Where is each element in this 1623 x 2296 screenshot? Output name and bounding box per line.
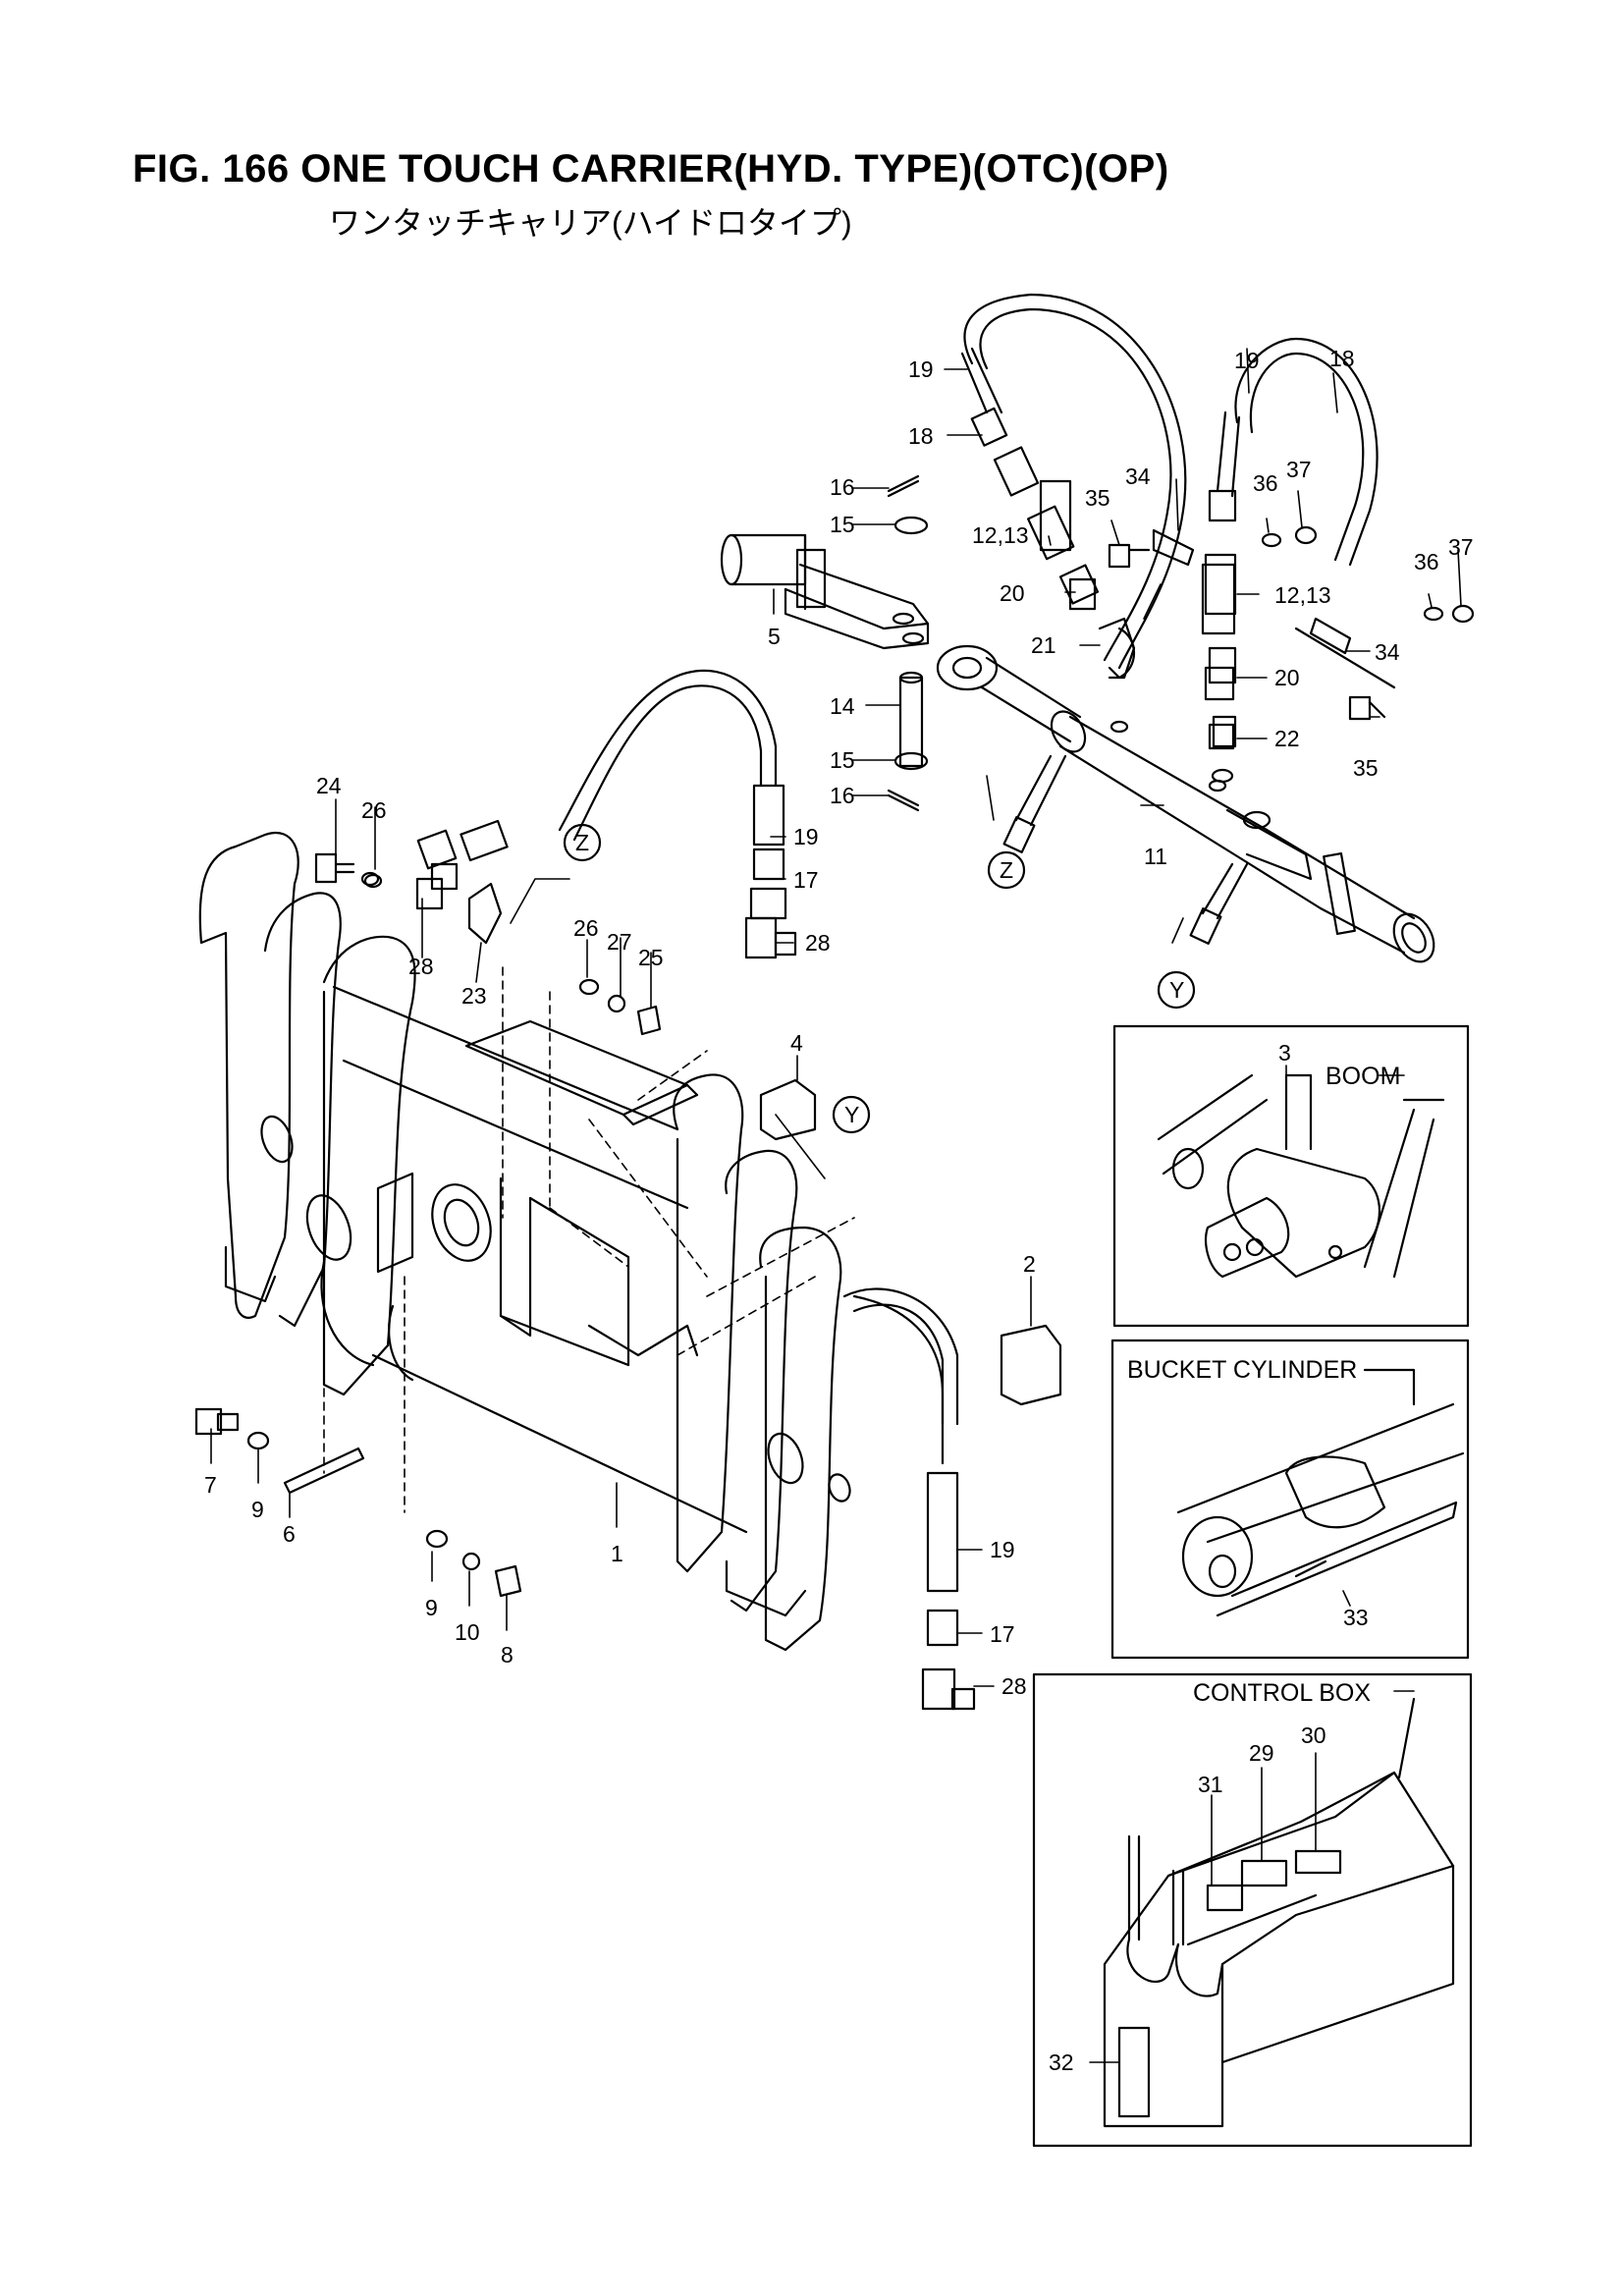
callout-14: 14 xyxy=(830,693,855,719)
callout-6: 6 xyxy=(283,1521,296,1547)
callout-12-13: 12,13 xyxy=(1274,582,1331,608)
callout-36: 36 xyxy=(1253,470,1278,496)
callout-12-13: 12,13 xyxy=(972,522,1029,548)
callout-7: 7 xyxy=(204,1472,217,1498)
callout-9: 9 xyxy=(425,1595,438,1620)
hydraulic-hoses xyxy=(314,293,1475,1711)
callout-37: 37 xyxy=(1448,534,1474,560)
callout-25: 25 xyxy=(638,945,664,970)
callout-35: 35 xyxy=(1085,485,1110,511)
callout-36: 36 xyxy=(1414,549,1439,574)
callout-34: 34 xyxy=(1125,464,1151,489)
callout-1: 1 xyxy=(611,1541,623,1566)
callout-labels: 19 18 16 15 12,13 35 34 36 37 19 18 5 20… xyxy=(204,346,1474,2075)
callout-3: 3 xyxy=(1278,1040,1291,1066)
callout-32: 32 xyxy=(1049,2050,1074,2075)
hidden-lines xyxy=(323,966,855,1513)
figure-subtitle: ワンタッチキャリア(ハイドロタイプ) xyxy=(329,205,852,241)
connection-markers xyxy=(563,823,1196,1134)
marker-y: Y xyxy=(1169,977,1184,1003)
figure-title: FIG. 166 ONE TOUCH CARRIER(HYD. TYPE)(OT… xyxy=(133,147,1169,191)
callout-4: 4 xyxy=(790,1030,803,1056)
boom-label: BOOM xyxy=(1325,1063,1400,1090)
callout-37: 37 xyxy=(1286,457,1312,482)
callout-19: 19 xyxy=(1234,348,1260,373)
callout-17: 17 xyxy=(990,1621,1015,1647)
callout-2: 2 xyxy=(1023,1251,1036,1277)
control-box-label: CONTROL BOX xyxy=(1193,1679,1371,1707)
callout-15: 15 xyxy=(830,747,855,773)
callout-24: 24 xyxy=(316,773,342,798)
callout-27: 27 xyxy=(607,929,632,955)
callout-20: 20 xyxy=(1000,580,1025,606)
callout-21: 21 xyxy=(1031,632,1056,658)
callout-28: 28 xyxy=(1001,1673,1027,1699)
callout-11: 11 xyxy=(1144,844,1167,869)
leader-lines xyxy=(210,348,1462,1687)
lock-cylinder-assembly xyxy=(720,533,1435,963)
marker-y: Y xyxy=(844,1102,859,1127)
detail-box-bucket-cylinder xyxy=(1110,1339,1470,1660)
callout-35: 35 xyxy=(1353,755,1379,781)
detail-leaders xyxy=(1089,1065,1415,2063)
callout-33: 33 xyxy=(1343,1605,1369,1630)
callout-19: 19 xyxy=(793,824,819,849)
carrier-frame xyxy=(198,832,959,1652)
callout-10: 10 xyxy=(455,1619,480,1645)
marker-z: Z xyxy=(575,830,589,855)
callout-20: 20 xyxy=(1274,665,1300,690)
callout-5: 5 xyxy=(768,624,781,649)
figure-header: FIG. 166 ONE TOUCH CARRIER(HYD. TYPE)(OT… xyxy=(133,147,1507,255)
callout-17: 17 xyxy=(793,867,819,893)
detail-box-control-box xyxy=(1032,1672,1473,2148)
callout-30: 30 xyxy=(1301,1722,1326,1748)
callout-28: 28 xyxy=(408,954,434,979)
callout-34: 34 xyxy=(1375,639,1400,665)
callout-19: 19 xyxy=(908,356,934,382)
callout-16: 16 xyxy=(830,474,855,500)
callout-15: 15 xyxy=(830,512,855,537)
callout-28: 28 xyxy=(805,930,831,956)
detail-box-boom xyxy=(1112,1024,1470,1328)
callout-9: 9 xyxy=(251,1497,264,1522)
callout-8: 8 xyxy=(501,1642,514,1667)
bucket-cylinder-label: BUCKET CYLINDER xyxy=(1127,1356,1357,1384)
callout-22: 22 xyxy=(1274,726,1300,751)
loose-parts xyxy=(194,474,1236,1598)
callout-31: 31 xyxy=(1198,1772,1223,1797)
callout-26: 26 xyxy=(573,915,599,941)
callout-23: 23 xyxy=(461,983,487,1009)
callout-19: 19 xyxy=(990,1537,1015,1562)
callout-29: 29 xyxy=(1249,1740,1274,1766)
callout-26: 26 xyxy=(361,797,387,823)
callout-18: 18 xyxy=(908,423,934,449)
callout-16: 16 xyxy=(830,783,855,808)
callout-18: 18 xyxy=(1329,346,1355,371)
marker-z: Z xyxy=(1000,857,1013,883)
